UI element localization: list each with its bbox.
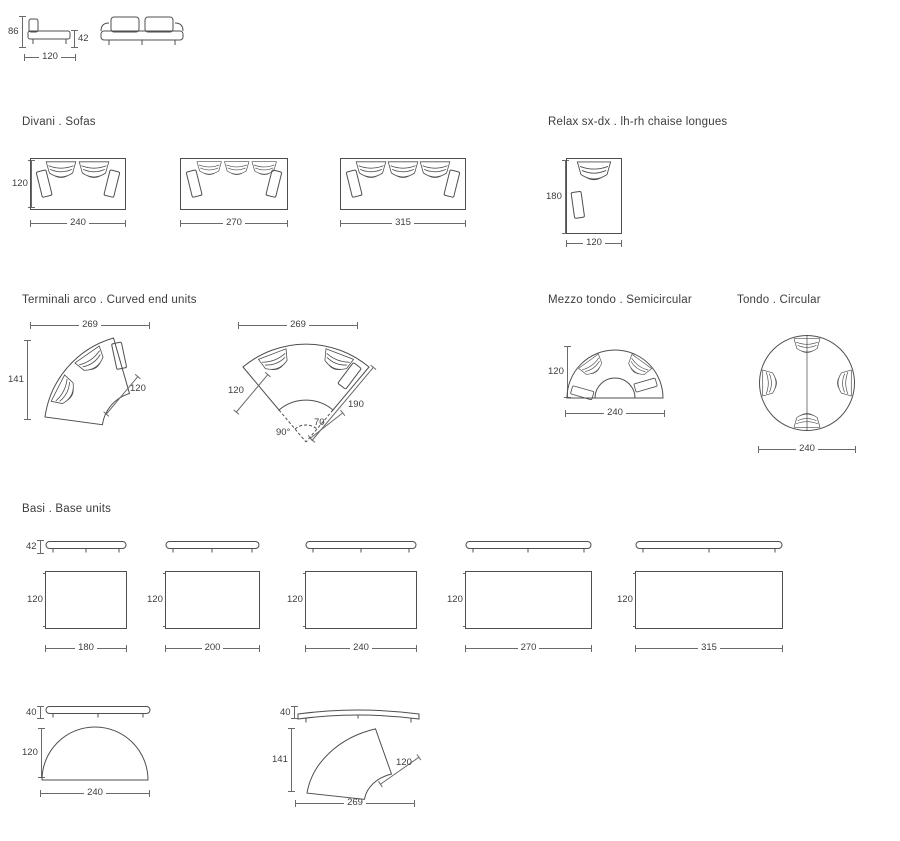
dim-base-200-depth: 120: [147, 573, 170, 627]
dim-value: 240: [607, 407, 623, 419]
base-240-elevation: [305, 541, 417, 553]
dim-value: 180: [546, 191, 562, 203]
base-curved-elevation: [297, 709, 420, 723]
dim-base-semi-height: 40: [26, 706, 44, 719]
dim-sofa-270-width: 270: [180, 218, 288, 228]
curved-end-unit-1-plan: [44, 337, 131, 426]
dim-seat-height: 42: [71, 30, 89, 48]
dim-curved2-outer-radius: 190: [348, 399, 364, 410]
dim-value: 120: [287, 594, 303, 606]
curved-end-unit-2-plan: [242, 343, 370, 443]
dim-base-240-depth: 120: [287, 573, 310, 627]
dim-base-270-width: 270: [465, 643, 592, 653]
dim-value: 120: [447, 594, 463, 606]
section-heading-bases: Basi . Base units: [22, 503, 112, 515]
dim-value: 120: [548, 366, 564, 378]
circular-plan: [759, 335, 855, 431]
dim-value: 120: [27, 594, 43, 606]
dim-value: 270: [226, 217, 242, 229]
dim-value: 141: [272, 754, 288, 766]
semicircular-plan: [566, 349, 664, 401]
dim-curved2-angle: 90°: [276, 427, 291, 438]
base-180-plan: [45, 571, 127, 629]
dim-value: 269: [290, 319, 306, 331]
dim-value: 120: [12, 178, 28, 190]
dim-value: 40: [280, 706, 291, 718]
dim-base-180-depth: 120: [27, 573, 50, 627]
dim-circular-diameter: 240: [758, 444, 856, 454]
dim-base-curved-width: 269: [295, 798, 415, 808]
dim-curved2-end: 120: [228, 385, 244, 396]
dim-value: 315: [395, 217, 411, 229]
dim-value: 270: [520, 642, 537, 654]
dim-value: 240: [799, 443, 815, 455]
dim-value: 120: [22, 747, 38, 759]
dim-value: 200: [204, 642, 221, 654]
dim-base-semi-width: 240: [40, 788, 150, 798]
dim-base-semi-depth: 120: [22, 728, 45, 778]
dim-value: 42: [26, 541, 37, 553]
sofa-270-plan: [180, 158, 288, 210]
dim-value: 120: [586, 237, 602, 249]
dim-total-height: 86: [8, 16, 26, 48]
dim-value: 120: [617, 594, 633, 606]
dim-side-depth: 120: [24, 52, 76, 62]
dim-base-curved-end: 120: [396, 757, 412, 768]
base-semi-plan: [41, 726, 149, 781]
dim-curved1-depth: 141: [8, 340, 31, 420]
dim-curved1-width: 269: [30, 320, 150, 330]
base-270-plan: [465, 571, 592, 629]
dim-value: 40: [26, 706, 37, 718]
base-semi-elevation: [45, 706, 151, 718]
dim-value: 240: [87, 787, 103, 799]
base-200-elevation: [165, 541, 260, 553]
section-heading-circular: Tondo . Circular: [737, 294, 821, 306]
base-270-elevation: [465, 541, 592, 553]
dim-curved2-inner-radius: 70: [314, 417, 325, 428]
dim-base-height: 42: [26, 540, 44, 554]
dim-value: 120: [42, 51, 58, 63]
base-curved-plan: [290, 724, 422, 802]
dim-relax-depth: 180: [546, 160, 569, 234]
dim-relax-width: 120: [566, 238, 622, 248]
base-315-plan: [635, 571, 783, 629]
dim-base-315-depth: 120: [617, 573, 640, 627]
section-heading-semicircular: Mezzo tondo . Semicircular: [548, 294, 692, 306]
dim-curved2-width: 269: [238, 320, 358, 330]
side-elevation-drawing: [27, 18, 71, 44]
relax-plan: [566, 158, 622, 234]
dim-sofa-240-width: 240: [30, 218, 126, 228]
dim-value: 180: [78, 642, 94, 654]
dim-value: 86: [8, 26, 19, 38]
dim-value: 240: [70, 217, 86, 229]
dim-base-315-width: 315: [635, 643, 783, 653]
sofa-315-plan: [340, 158, 466, 210]
dim-semi-width: 240: [565, 408, 665, 418]
base-180-elevation: [45, 541, 127, 553]
dim-curved1-end: 120: [130, 383, 146, 394]
section-heading-relax: Relax sx-dx . lh-rh chaise longues: [548, 116, 728, 128]
dim-value: 141: [8, 374, 24, 386]
dim-value: 42: [78, 33, 89, 45]
dim-value: 269: [82, 319, 98, 331]
base-200-plan: [165, 571, 260, 629]
dim-base-180-width: 180: [45, 643, 127, 653]
front-elevation-drawing: [100, 16, 184, 45]
dim-base-curved-height: 40: [280, 706, 298, 719]
dim-value: 120: [147, 594, 163, 606]
dim-base-curved-depth: 141: [272, 728, 295, 792]
dim-base-200-width: 200: [165, 643, 260, 653]
dim-sofa-315-width: 315: [340, 218, 466, 228]
dim-sofa-depth: 120: [12, 160, 35, 208]
dim-base-240-width: 240: [305, 643, 417, 653]
sofa-240-plan: [30, 158, 126, 210]
dim-value: 315: [701, 642, 717, 654]
section-heading-curved: Terminali arco . Curved end units: [22, 294, 197, 306]
dim-value: 240: [353, 642, 369, 654]
dim-value: 269: [347, 797, 363, 809]
dim-base-270-depth: 120: [447, 573, 470, 627]
base-240-plan: [305, 571, 417, 629]
section-heading-sofas: Divani . Sofas: [22, 116, 96, 128]
base-315-elevation: [635, 541, 783, 553]
